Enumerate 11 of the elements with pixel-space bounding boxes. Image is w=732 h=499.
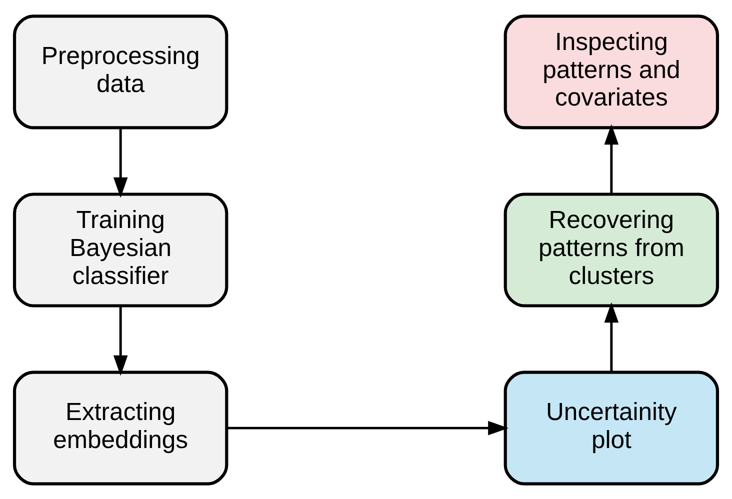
arrow (226, 420, 509, 435)
node-box: Uncertainity plot (504, 370, 720, 485)
node-box: Training Bayesian classifier (12, 192, 228, 307)
arrow (113, 305, 128, 376)
arrow (604, 124, 619, 194)
arrow (113, 127, 128, 198)
node-box: Preprocessing data (12, 14, 228, 129)
node-box: Inspecting patterns and covariates (504, 14, 720, 129)
node-box: Recovering patterns from clusters (504, 192, 720, 307)
arrow (604, 302, 619, 372)
node-box: Extracting embeddings (12, 370, 228, 485)
